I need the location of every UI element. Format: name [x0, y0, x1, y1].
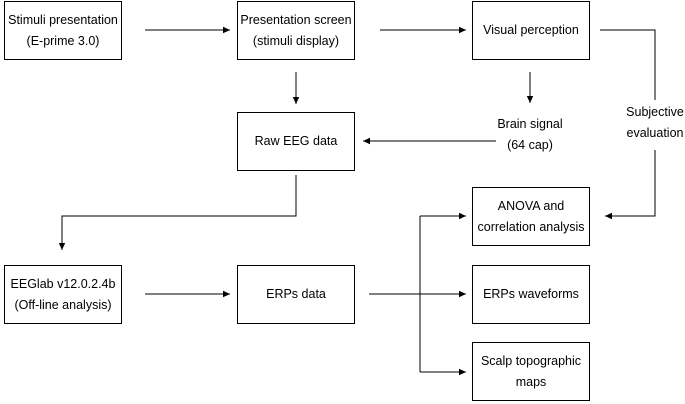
presentation-screen-box: Presentation screen (stimuli display): [237, 1, 355, 60]
erps-data-title: ERPs data: [266, 287, 326, 301]
brain-signal-subtitle: (64 cap): [507, 138, 553, 152]
presentation-screen-subtitle: (stimuli display): [252, 33, 340, 48]
arrow-raw-eeg-to-eeglab: [58, 175, 297, 250]
eeglab-subtitle: (Off-line analysis): [14, 297, 112, 312]
presentation-screen-title: Presentation screen: [240, 12, 352, 27]
connector-perception-to-subjective: [600, 29, 656, 100]
anova-title: ANOVA and: [497, 198, 565, 213]
subjective-evaluation-label: Subjective evaluation: [616, 102, 685, 144]
subjective-evaluation-line2: evaluation: [626, 126, 684, 140]
stimuli-presentation-subtitle: (E-prime 3.0): [26, 33, 100, 48]
eeglab-title: EEGlab v12.0.2.4b: [10, 276, 116, 291]
scalp-maps-subtitle: maps: [515, 374, 547, 389]
visual-perception-box: Visual perception: [472, 1, 590, 60]
erps-waveforms-box: ERPs waveforms: [472, 265, 590, 324]
visual-perception-title: Visual perception: [483, 23, 579, 37]
anova-correlation-box: ANOVA and correlation analysis: [472, 187, 590, 246]
brain-signal-label: Brain signal (64 cap): [488, 114, 572, 156]
erps-waveforms-title: ERPs waveforms: [483, 287, 579, 301]
anova-subtitle: correlation analysis: [477, 219, 585, 234]
arrow-subjective-to-anova: [605, 150, 656, 220]
scalp-topographic-maps-box: Scalp topographic maps: [472, 342, 590, 401]
scalp-maps-title: Scalp topographic: [480, 353, 582, 368]
raw-eeg-data-title: Raw EEG data: [254, 134, 338, 148]
stimuli-presentation-title: Stimuli presentation: [8, 12, 118, 27]
erps-data-box: ERPs data: [237, 265, 355, 324]
eeglab-box: EEGlab v12.0.2.4b (Off-line analysis): [4, 265, 122, 324]
stimuli-presentation-box: Stimuli presentation (E-prime 3.0): [4, 1, 122, 60]
brain-signal-title: Brain signal: [497, 117, 563, 131]
raw-eeg-data-box: Raw EEG data: [237, 112, 355, 171]
subjective-evaluation-line1: Subjective: [626, 105, 684, 119]
